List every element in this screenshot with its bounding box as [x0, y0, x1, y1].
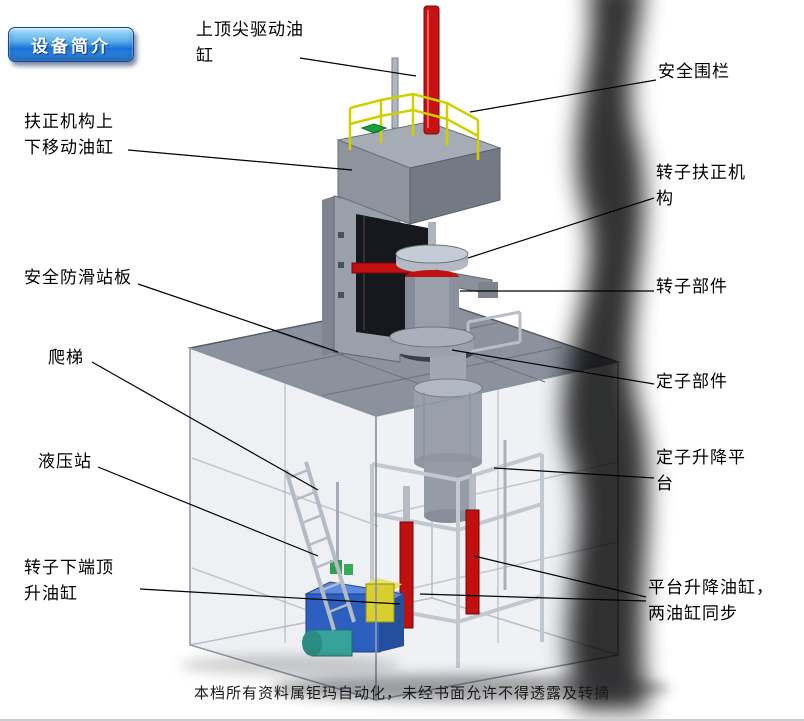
label-safety-fence: 安全围栏 [658, 62, 730, 82]
leader-safety-fence [469, 79, 657, 113]
label-stator-lift-platform: 定子升降平 台 [656, 448, 746, 494]
stator-lift-frame [370, 440, 544, 668]
label-anti-slip-board: 安全防滑站板 [24, 268, 132, 288]
title-badge: 设备简介 [8, 27, 134, 62]
leader-lines [91, 57, 657, 605]
leader-rotor-jack [139, 588, 401, 605]
label-ladder: 爬梯 [48, 348, 84, 368]
leader-rotor-righting [467, 197, 655, 259]
label-righting-cylinder: 扶正机构上 下移动油缸 [24, 112, 114, 158]
access-ladder [284, 461, 356, 631]
leader-top-cylinder [299, 57, 417, 77]
label-rotor-jack-cylinder: 转子下端顶 升油缸 [24, 558, 114, 604]
label-rotor-righting-mech: 转子扶正机 构 [656, 163, 746, 209]
safety-railing [348, 92, 480, 160]
leader-stator-part [451, 349, 655, 385]
leader-hydraulic [97, 466, 319, 557]
label-stator-part: 定子部件 [656, 372, 728, 392]
leader-platform-cyl-2 [419, 593, 647, 602]
green-block [360, 123, 388, 134]
leader-platform-cyl-1 [473, 555, 647, 598]
head-box [336, 121, 502, 225]
label-hydraulic-station: 液压站 [38, 452, 92, 472]
hydraulic-station-unit [302, 482, 406, 657]
leader-ladder [91, 361, 319, 491]
leader-anti-slip [137, 283, 339, 353]
label-platform-cylinders: 平台升降油缸， 两油缸同步 [648, 578, 774, 624]
label-top-drive-cylinder: 上顶尖驱动油 缸 [196, 20, 304, 66]
leader-righting-cylinder [127, 149, 353, 171]
footer-copyright: 本档所有资料属钜玛自动化，未经书面允许不得透露及转摘 [193, 684, 610, 702]
label-rotor-part: 转子部件 [656, 277, 728, 297]
main-column [322, 195, 428, 363]
rotor-assembly [351, 222, 498, 357]
top-drive-cylinder [391, 5, 440, 135]
smoke-shadow [180, 0, 670, 710]
leader-stator-lift [493, 467, 655, 479]
